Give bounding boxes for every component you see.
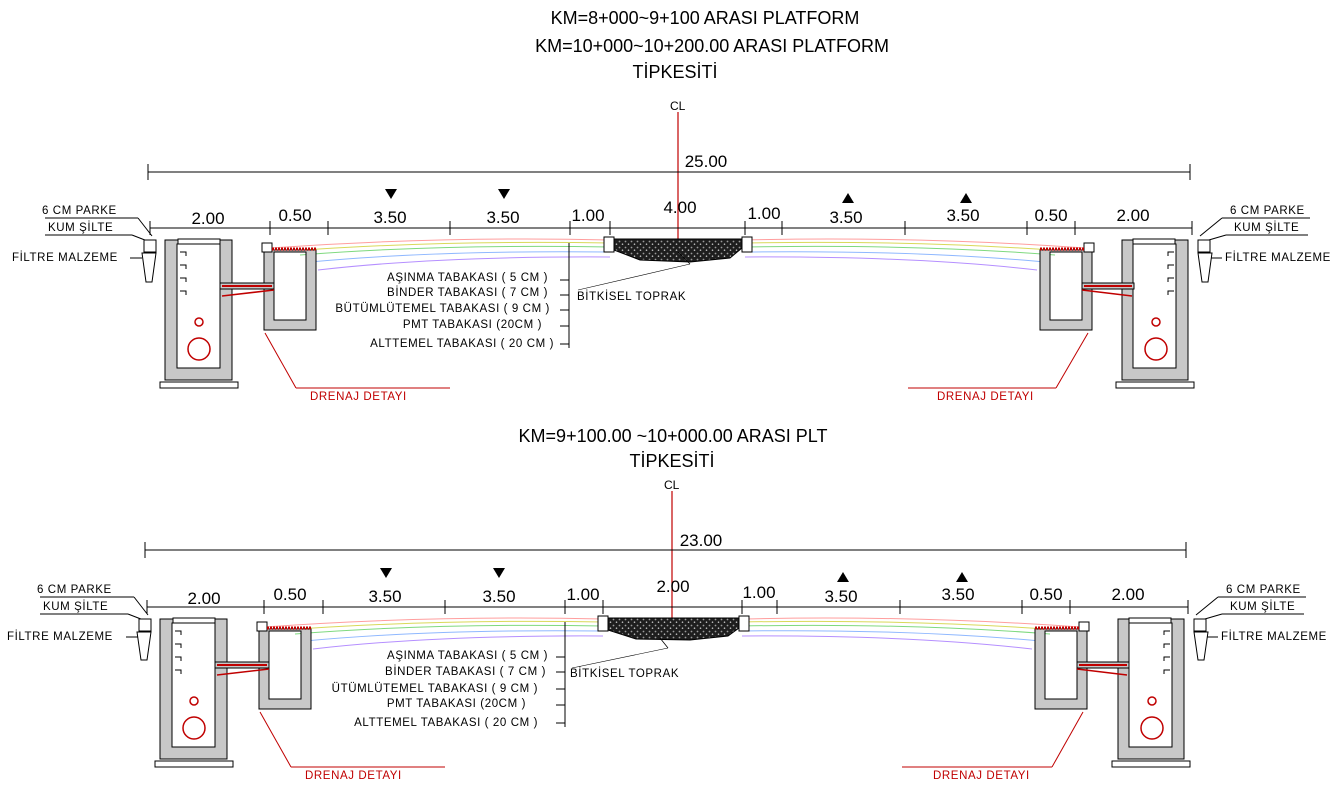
layer-label: ÜTÜMLÜTEMEL TABAKASI ( 9 CM ) [332, 683, 538, 695]
section-2: KM=9+100.00 ~10+000.00 ARASI PLT TİPKESİ… [7, 426, 1327, 782]
segment-label: 3.50 [373, 208, 406, 227]
edge-label: 6 CM PARKE [1230, 205, 1305, 217]
edge-label: 6 CM PARKE [42, 205, 117, 217]
drainage-label-right: DRENAJ DETAYI [937, 391, 1034, 403]
total-dimension-line: 23.00 [144, 531, 1187, 558]
segment-label: 2.00 [1111, 585, 1144, 604]
median-label: BİTKİSEL TOPRAK [577, 290, 686, 303]
segment-label: 1.00 [566, 585, 599, 604]
total-dimension-line: 25.00 [147, 152, 1191, 180]
right-edge-labels: 6 CM PARKE KUM ŞİLTE FİLTRE MALZEME [1199, 205, 1331, 264]
edge-label: FİLTRE MALZEME [7, 630, 113, 643]
drainage-label-left: DRENAJ DETAYI [305, 770, 402, 782]
edge-label: FİLTRE MALZEME [1221, 630, 1327, 643]
segment-label: 0.50 [278, 206, 311, 225]
direction-arrow-icon [385, 189, 972, 203]
layer-labels: AŞINMA TABAKASI ( 5 CM ) BİNDER TABAKASI… [335, 272, 554, 350]
layer-label: BİNDER TABAKASI ( 7 CM ) [385, 665, 546, 678]
segment-label: 1.00 [571, 206, 604, 225]
layer-leader [560, 243, 570, 348]
segment-label: 3.50 [941, 585, 974, 604]
segment-label: 3.50 [829, 208, 862, 227]
edge-label: KUM ŞİLTE [43, 600, 108, 613]
segment-label: 1.00 [742, 583, 775, 602]
left-drainage-structure [141, 238, 450, 389]
layer-label: BÜTÜMLÜTEMEL TABAKASI ( 9 CM ) [335, 303, 550, 315]
edge-label: KUM ŞİLTE [1234, 221, 1299, 234]
segment-label: 2.00 [187, 589, 220, 608]
segment-label: 2.00 [1116, 206, 1149, 225]
median-island [577, 236, 753, 291]
segment-label: 3.50 [482, 587, 515, 606]
left-edge-labels: 6 CM PARKE KUM ŞİLTE FİLTRE MALZEME [12, 205, 153, 264]
layer-label: BİNDER TABAKASI ( 7 CM ) [387, 286, 548, 299]
segment-labels: 2.00 0.50 3.50 3.50 1.00 4.00 1.00 3.50 … [191, 198, 1149, 228]
edge-label: KUM ŞİLTE [48, 221, 113, 234]
segment-labels: 2.00 0.50 3.50 3.50 1.00 2.00 1.00 3.50 … [187, 577, 1144, 608]
drainage-label-right: DRENAJ DETAYI [933, 770, 1030, 782]
layer-label: ALTTEMEL TABAKASI ( 20 CM ) [370, 338, 554, 350]
layer-label: PMT TABAKASI (20CM ) [403, 319, 542, 331]
segment-label: 0.50 [1034, 206, 1067, 225]
right-edge-labels: 6 CM PARKE KUM ŞİLTE FİLTRE MALZEME [1195, 584, 1327, 643]
left-drainage-structure [136, 617, 445, 768]
section-1-title-3: TİPKESİTİ [632, 62, 717, 82]
median-island [571, 615, 750, 669]
section-2-title-2: TİPKESİTİ [629, 451, 714, 471]
layer-labels: AŞINMA TABAKASI ( 5 CM ) BİNDER TABAKASI… [332, 650, 548, 729]
section-2-title-1: KM=9+100.00 ~10+000.00 ARASI PLT [519, 426, 828, 446]
right-drainage-structure [902, 617, 1209, 768]
pavement-layers [264, 617, 1081, 650]
layer-label: AŞINMA TABAKASI ( 5 CM ) [387, 272, 548, 284]
pavement-layers [269, 238, 1086, 271]
segment-label: 1.00 [747, 204, 780, 223]
centerline-symbol: CL [670, 99, 686, 113]
edge-label: 6 CM PARKE [1226, 584, 1301, 596]
direction-arrow-icon [380, 568, 968, 582]
section-1-title-1: KM=8+000~9+100 ARASI PLATFORM [551, 8, 860, 28]
total-width: 23.00 [680, 531, 723, 550]
centerline-icon: CL [664, 478, 680, 640]
section-1-title-2: KM=10+000~10+200.00 ARASI PLATFORM [535, 36, 889, 56]
left-edge-labels: 6 CM PARKE KUM ŞİLTE FİLTRE MALZEME [7, 584, 149, 643]
segment-label: 2.00 [191, 209, 224, 228]
section-1: KM=8+000~9+100 ARASI PLATFORM KM=10+000~… [12, 8, 1331, 403]
segment-label: 4.00 [663, 198, 696, 217]
right-drainage-structure [908, 238, 1213, 389]
layer-label: AŞINMA TABAKASI ( 5 CM ) [387, 650, 548, 662]
edge-label: 6 CM PARKE [37, 584, 112, 596]
segment-dimension-line [146, 600, 1189, 614]
edge-label: FİLTRE MALZEME [1225, 251, 1331, 264]
total-width: 25.00 [685, 152, 728, 171]
drainage-label-left: DRENAJ DETAYI [310, 391, 407, 403]
median-label: BİTKİSEL TOPRAK [570, 667, 679, 680]
centerline-icon: CL [670, 99, 686, 262]
centerline-symbol: CL [664, 478, 680, 492]
layer-label: PMT TABAKASI (20CM ) [387, 698, 526, 710]
edge-label: FİLTRE MALZEME [12, 251, 118, 264]
segment-dimension-line [149, 221, 1193, 235]
edge-label: KUM ŞİLTE [1230, 600, 1295, 613]
segment-label: 2.00 [656, 577, 689, 596]
segment-label: 3.50 [368, 587, 401, 606]
layer-label: ALTTEMEL TABAKASI ( 20 CM ) [354, 717, 538, 729]
segment-label: 0.50 [1029, 585, 1062, 604]
layer-leader [556, 622, 566, 727]
segment-label: 0.50 [273, 585, 306, 604]
segment-label: 3.50 [946, 206, 979, 225]
segment-label: 3.50 [824, 587, 857, 606]
segment-label: 3.50 [486, 208, 519, 227]
